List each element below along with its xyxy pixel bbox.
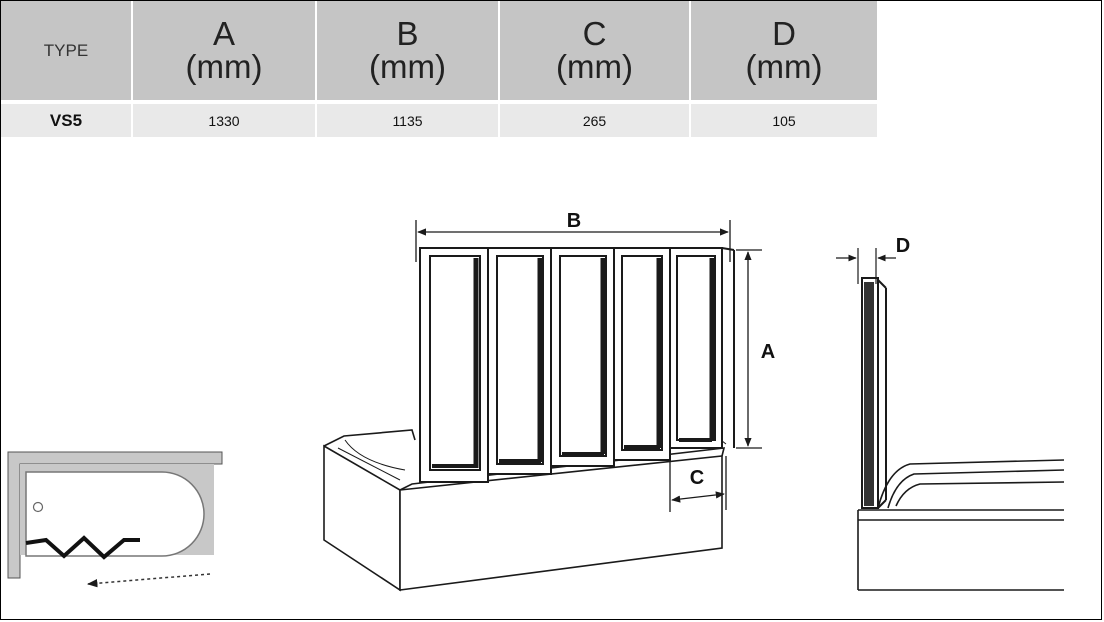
cell-b: 1135 xyxy=(316,104,500,137)
cell-a: 1330 xyxy=(132,104,317,137)
header-c-letter: C xyxy=(582,14,607,52)
dimension-a xyxy=(736,249,762,449)
cell-d: 105 xyxy=(690,104,879,137)
header-d-unit: (mm) xyxy=(745,47,823,85)
table-header-row: TYPE A (mm) B (mm) C (mm) D (mm) xyxy=(1,1,879,100)
screen-panel xyxy=(669,247,723,449)
screen-panel xyxy=(487,247,552,475)
dimension-c xyxy=(669,456,727,512)
label-a: A xyxy=(761,341,775,363)
header-a-unit: (mm) xyxy=(185,47,263,85)
header-c-unit: (mm) xyxy=(556,47,633,85)
bath-side-view xyxy=(836,248,1065,591)
cell-type: VS5 xyxy=(1,104,133,137)
label-b: B xyxy=(567,210,581,232)
screen-panel xyxy=(419,247,489,483)
folding-screen xyxy=(419,247,735,483)
header-b: B (mm) xyxy=(316,1,500,100)
folding-direction-arrow xyxy=(86,573,211,588)
dimension-b xyxy=(415,220,731,262)
screen-panel xyxy=(613,247,671,461)
header-type: TYPE xyxy=(1,1,133,100)
bath-perspective-view xyxy=(323,423,727,592)
header-d-letter: D xyxy=(772,14,796,52)
screen-panel xyxy=(550,247,615,467)
dimensions-table: TYPE A (mm) B (mm) C (mm) D (mm) VS5 133… xyxy=(1,1,879,137)
header-a-letter: A xyxy=(212,14,235,52)
header-b-letter: B xyxy=(396,14,419,52)
label-d: D xyxy=(896,235,910,257)
folded-screen-icon xyxy=(25,535,140,560)
table-row: VS5 1330 1135 265 105 xyxy=(1,104,879,137)
bath-plan-view xyxy=(7,451,223,588)
header-d: D (mm) xyxy=(690,1,879,100)
header-b-unit: (mm) xyxy=(369,47,446,85)
header-c: C (mm) xyxy=(499,1,691,100)
drain-icon xyxy=(32,501,44,513)
label-c: C xyxy=(690,467,704,489)
cell-c: 265 xyxy=(499,104,691,137)
header-a: A (mm) xyxy=(132,1,317,100)
